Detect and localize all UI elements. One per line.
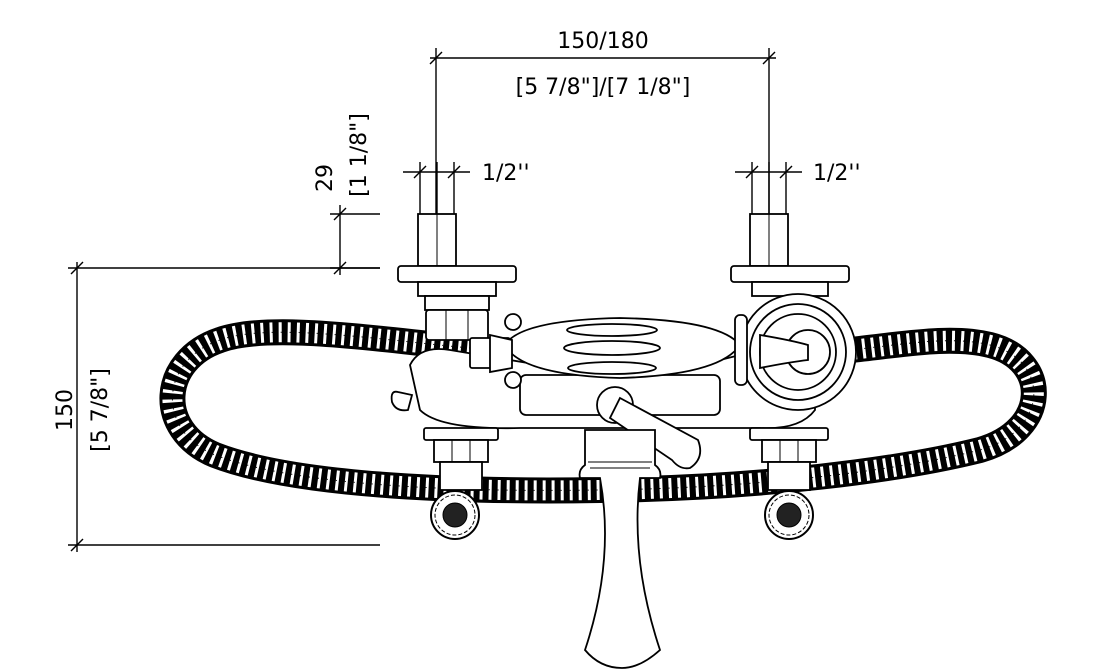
inlet-height-dimension: 29 [1 1/8"] (313, 113, 380, 275)
left-lower-fitting (423, 427, 499, 540)
inlet-left-label: 1/2'' (482, 161, 530, 186)
left-inlet-fitting (397, 213, 517, 341)
overall-height-mm-label: 150 (53, 389, 78, 431)
spacing-in-label: [5 7/8"]/[7 1/8"] (516, 75, 691, 100)
spacing-dimension: 150/180 [5 7/8"]/[7 1/8"] (429, 29, 776, 258)
shower-holder (734, 293, 857, 411)
inlet-right-label: 1/2'' (813, 161, 861, 186)
inlet-height-in-label: [1 1/8"] (347, 113, 372, 197)
spout (578, 429, 662, 669)
inlet-height-mm-label: 29 (313, 164, 338, 192)
overall-height-dimension: 150 [5 7/8"] (53, 261, 380, 552)
shower-hose (159, 319, 1047, 504)
inlet-right-dimension: 1/2'' (735, 161, 861, 214)
right-inlet-fitting (730, 213, 850, 297)
overall-height-in-label: [5 7/8"] (88, 368, 113, 452)
right-lower-fitting (749, 427, 829, 540)
central-handle (469, 313, 742, 389)
inlet-left-dimension: 1/2'' (403, 161, 530, 214)
spacing-mm-label: 150/180 (557, 29, 648, 54)
